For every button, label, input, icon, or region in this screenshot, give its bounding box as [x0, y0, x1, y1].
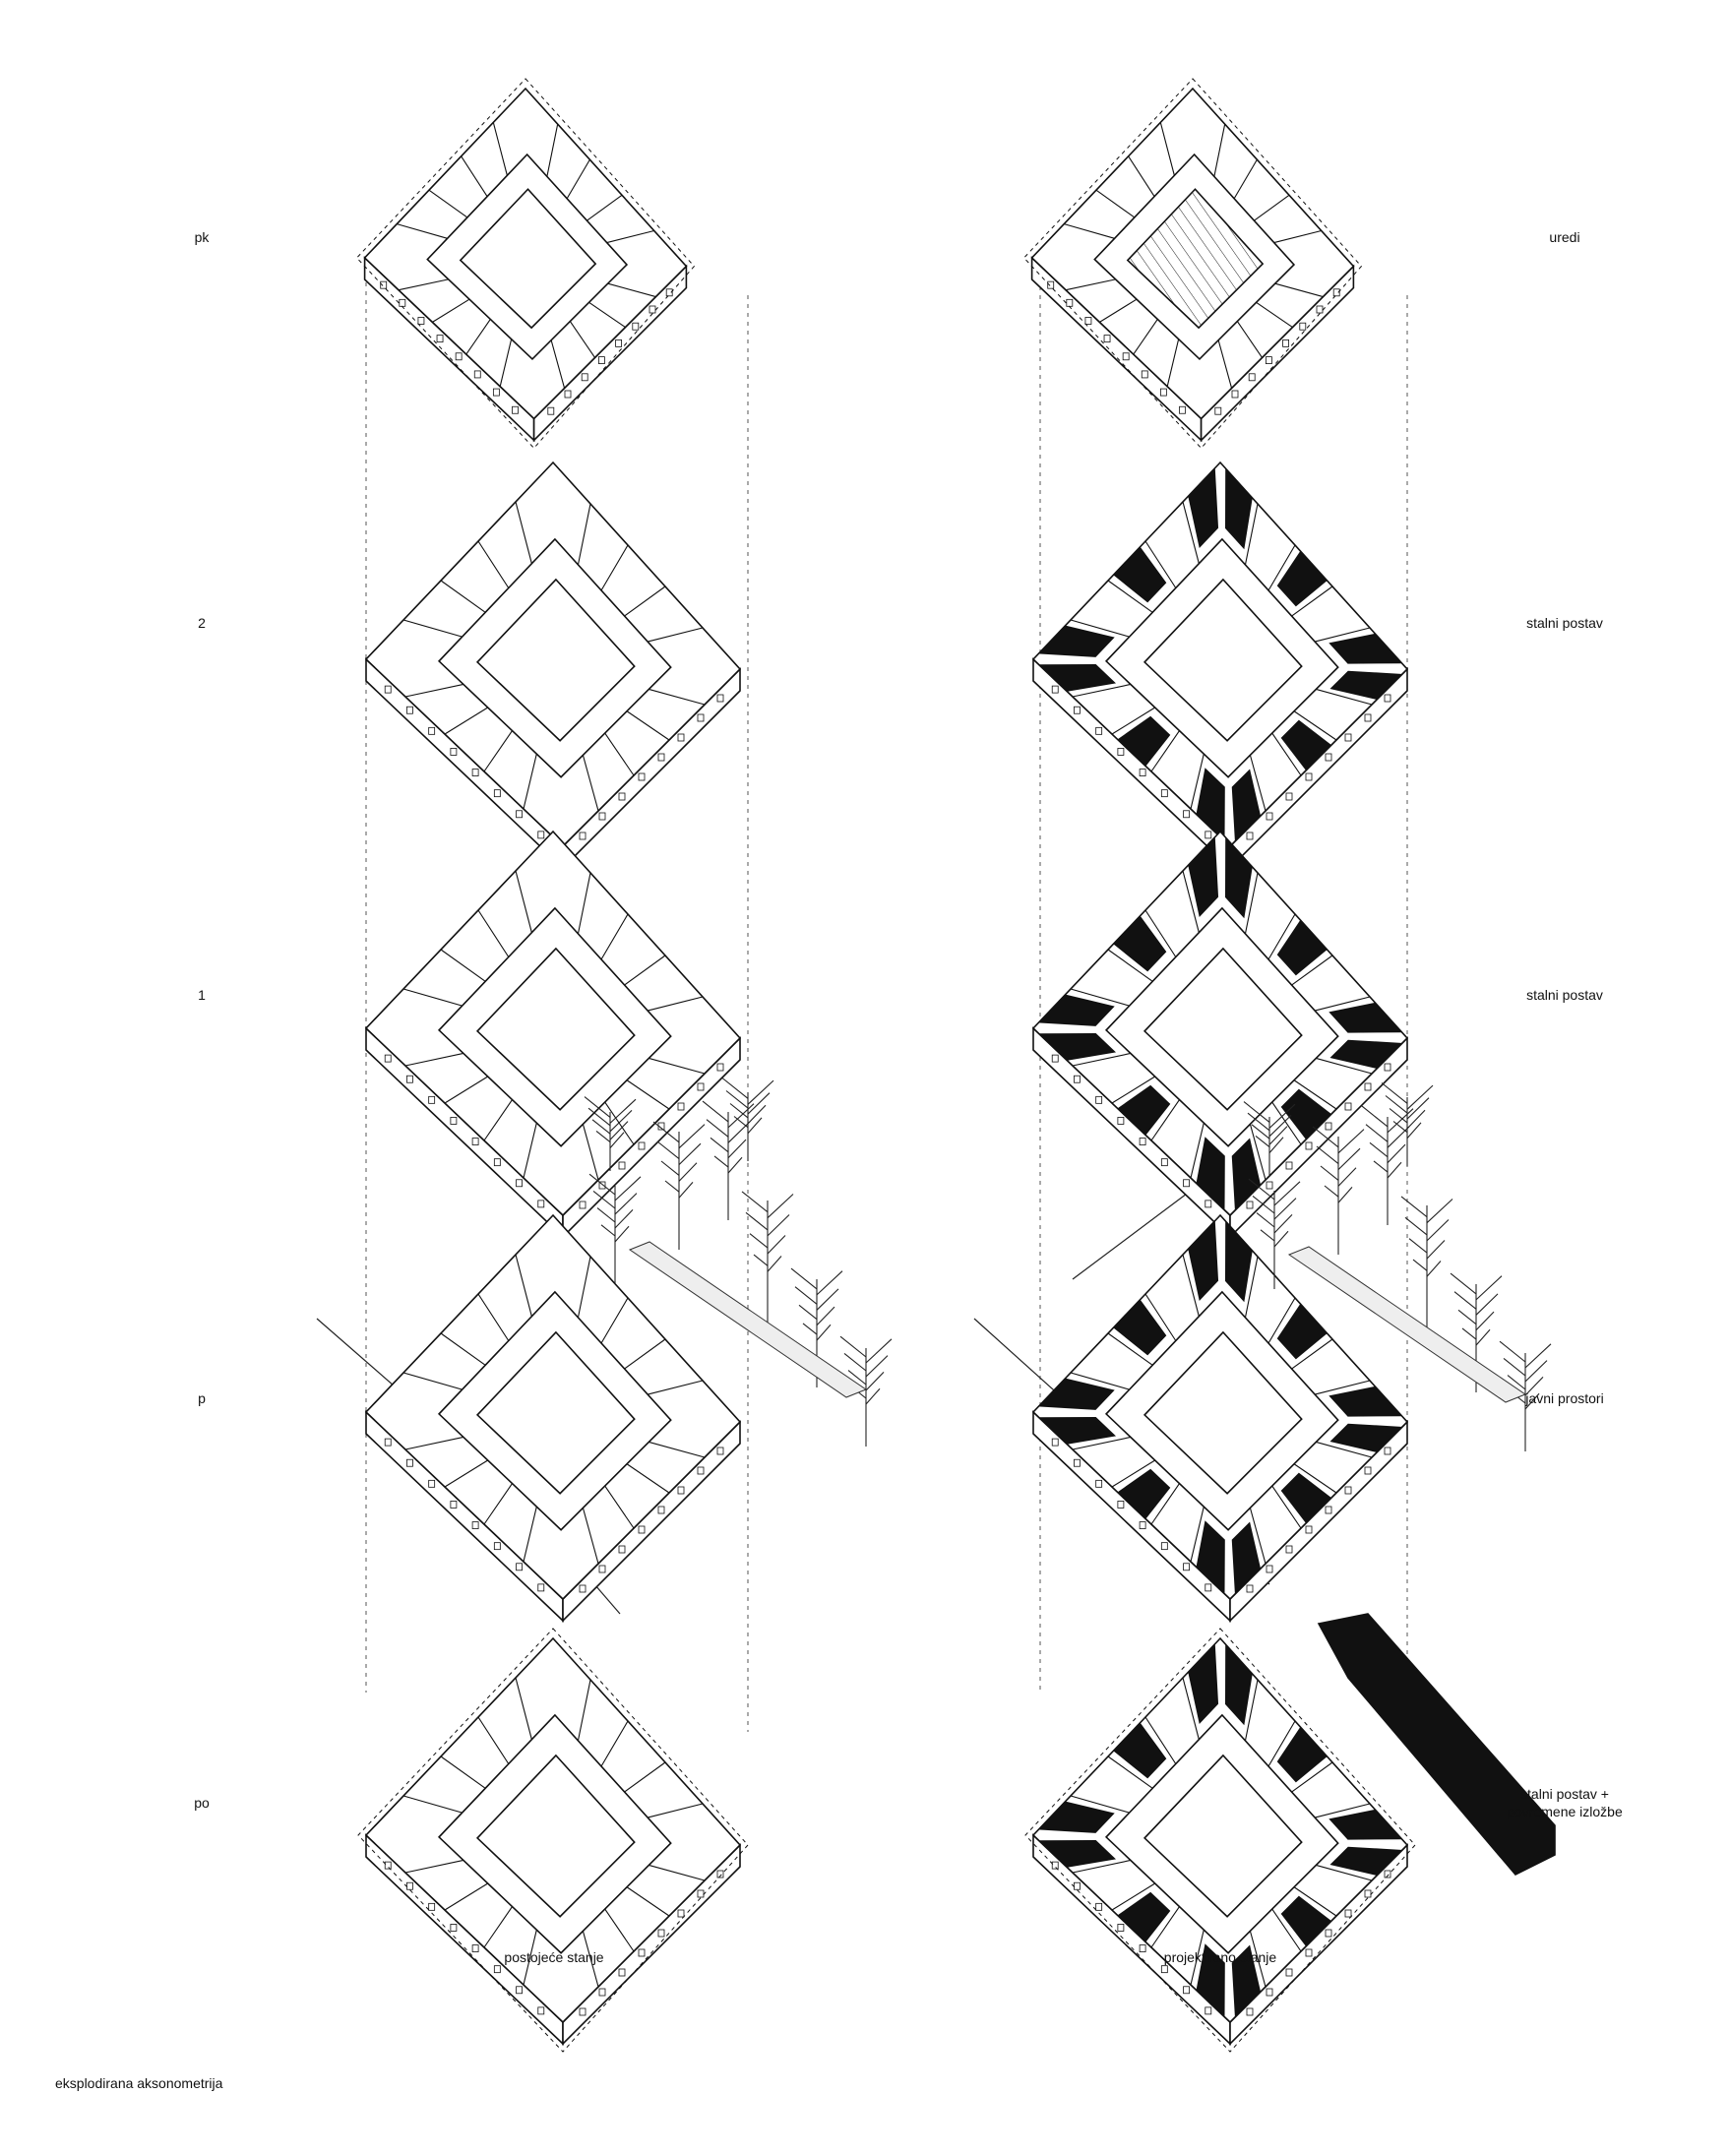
tree	[741, 1191, 794, 1328]
tree	[702, 1100, 755, 1220]
tree	[839, 1335, 893, 1447]
tree	[1243, 1101, 1296, 1176]
level-label-2: 2	[198, 615, 206, 631]
designed-plate-p	[1031, 1213, 1409, 1623]
level-label-p: p	[198, 1390, 206, 1406]
tree	[652, 1121, 706, 1250]
landscape-ramp	[628, 1241, 868, 1398]
caption-designed-state: projektirano stanje	[1163, 1949, 1277, 1965]
drawing-footnote: eksplodirana aksonometrija	[55, 2075, 223, 2091]
level-use-po: stalni postav + povremene izložbe	[1507, 1786, 1623, 1819]
new-exhibition-wing	[1317, 1613, 1556, 1876]
level-label-1: 1	[198, 987, 206, 1003]
tree	[588, 1173, 642, 1284]
tree	[1499, 1340, 1552, 1451]
tree	[1312, 1126, 1365, 1255]
projection-guides	[365, 251, 1408, 1732]
existing-plate-po	[357, 1628, 749, 2053]
designed-plate-2	[1031, 461, 1409, 870]
landscape-ramp	[1287, 1246, 1527, 1403]
designed-plate-pk	[1022, 78, 1363, 450]
level-use-pk: uredi	[1549, 229, 1580, 245]
tree	[1400, 1196, 1453, 1333]
tree	[1381, 1082, 1434, 1166]
tree	[584, 1096, 637, 1171]
level-use-p: javni prostori	[1525, 1390, 1604, 1406]
tree	[721, 1078, 774, 1161]
designed-plate-po	[1024, 1613, 1556, 2053]
caption-existing-state: postojeće stanje	[504, 1949, 604, 1965]
existing-state-plates	[355, 78, 749, 2053]
tree	[1361, 1105, 1414, 1225]
trees	[584, 1078, 1552, 1451]
existing-plate-2	[364, 461, 742, 870]
level-label-pk: pk	[194, 229, 210, 245]
tree	[1248, 1178, 1301, 1289]
level-use-2: stalni postav	[1526, 615, 1603, 631]
level-label-po: po	[194, 1795, 210, 1811]
designed-plate-1	[1031, 830, 1409, 1239]
designed-state-plates	[1022, 78, 1556, 2053]
existing-plate-p	[364, 1213, 742, 1623]
level-use-1: stalni postav	[1526, 987, 1603, 1003]
existing-plate-pk	[355, 78, 696, 450]
